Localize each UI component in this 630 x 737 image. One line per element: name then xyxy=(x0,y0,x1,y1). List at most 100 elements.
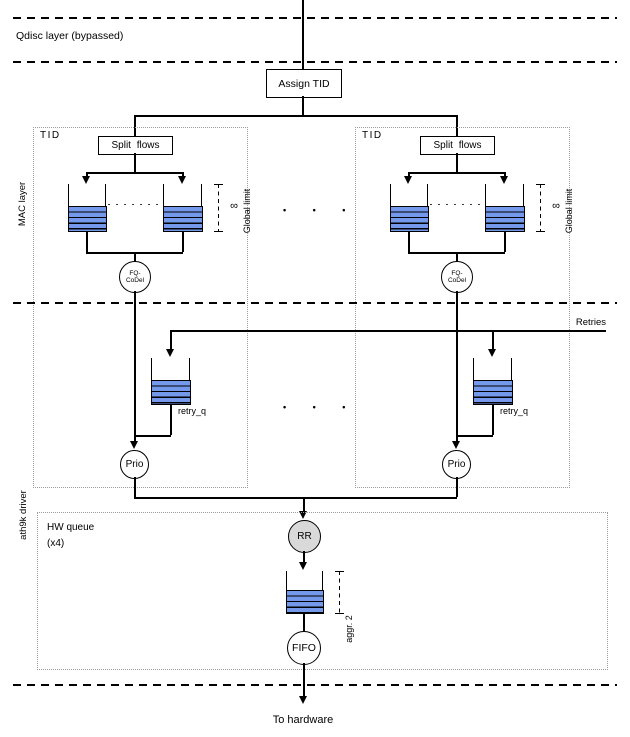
prio-node: Prio xyxy=(120,450,149,479)
rr-label: RR xyxy=(297,531,312,542)
fq-codel-label: CoDel xyxy=(447,277,467,284)
mac-layer-label: MAC layer xyxy=(17,181,28,227)
arrowhead xyxy=(299,696,307,704)
connector-line xyxy=(408,232,410,252)
more-queues-dotted-line xyxy=(108,204,161,206)
hw-queue-subtitle: (x4) xyxy=(47,538,65,549)
connector-line xyxy=(456,477,458,497)
fifo-node: FIFO xyxy=(287,631,321,665)
to-hardware-label: To hardware xyxy=(272,714,334,726)
retry-queue-label: retry_q xyxy=(500,406,529,416)
qdisc-layer-label: Qdisc layer (bypassed) xyxy=(16,30,124,42)
retry-queue xyxy=(150,358,191,405)
queue-fill xyxy=(389,206,429,232)
layer-boundary-line xyxy=(13,302,617,304)
connector-line xyxy=(456,435,493,437)
tid-title: TID xyxy=(40,130,61,141)
flow-queue xyxy=(162,184,203,232)
connector-line xyxy=(504,232,506,252)
split-flows-box: Split flows xyxy=(420,136,495,155)
aggr-queue-label: aggr. 2 xyxy=(343,579,355,679)
more-queues-dotted-line xyxy=(430,204,483,206)
connector-line xyxy=(504,172,506,177)
tid-section-right: TID Split flows ∞ Global limit FQ- CoDel xyxy=(355,0,574,737)
aggr-name: aggr. xyxy=(344,622,354,643)
connector-line xyxy=(303,663,305,696)
fifo-label: FIFO xyxy=(292,642,316,654)
connector-line xyxy=(456,291,458,441)
global-limit-label: Global limit xyxy=(564,188,574,234)
connector-line xyxy=(302,0,304,69)
rr-node: RR xyxy=(288,520,321,553)
connector-line xyxy=(170,405,172,435)
arrowhead xyxy=(82,176,90,184)
prio-label: Prio xyxy=(447,459,466,470)
connector-line xyxy=(303,614,305,631)
assign-tid-box: Assign TID xyxy=(266,69,342,98)
arrowhead xyxy=(452,441,460,449)
flow-queue xyxy=(67,184,107,232)
fq-codel-node: FQ- CoDel xyxy=(441,261,473,293)
hw-queue-title: HW queue xyxy=(47,522,95,533)
queue-fill xyxy=(150,380,191,405)
hw-queue-box xyxy=(37,512,608,670)
connector-line xyxy=(492,405,494,435)
flow-queue xyxy=(484,184,525,232)
fq-codel-node: FQ- CoDel xyxy=(119,261,151,293)
bracket-infinity-label: ∞ xyxy=(230,200,238,212)
retries-label: Retries xyxy=(575,317,606,328)
arrowhead xyxy=(130,441,138,449)
depth-bracket xyxy=(540,184,542,232)
arrowhead xyxy=(488,349,496,357)
prio-label: Prio xyxy=(125,459,144,470)
connector-line xyxy=(134,252,136,262)
arrowhead xyxy=(299,562,307,570)
flow-queue xyxy=(389,184,429,232)
connector-line xyxy=(170,331,172,350)
connector-line xyxy=(134,115,456,117)
bracket-cap xyxy=(214,231,223,233)
connector-line xyxy=(134,477,136,497)
connector-line xyxy=(456,153,458,172)
bracket-cap xyxy=(335,613,344,615)
fq-codel-label: CoDel xyxy=(125,277,145,284)
driver-layer-label: ath9k driver xyxy=(18,490,29,540)
arrowhead xyxy=(178,176,186,184)
connector-line xyxy=(303,497,305,511)
retry-queue-label: retry_q xyxy=(178,406,207,416)
queue-fill xyxy=(472,380,513,405)
connector-line xyxy=(492,331,494,350)
connector-line xyxy=(182,232,184,252)
fq-codel-label: FQ- xyxy=(129,270,141,277)
connector-line xyxy=(86,232,88,252)
layer-boundary-line xyxy=(13,61,617,63)
fq-codel-label: FQ- xyxy=(451,270,463,277)
connector-line xyxy=(134,435,171,437)
connector-line xyxy=(86,172,88,177)
prio-node: Prio xyxy=(442,450,471,479)
aggr-bracket-value: 2 xyxy=(344,615,354,621)
ellipsis-dots: • • • xyxy=(283,205,358,215)
queue-fill xyxy=(484,206,525,232)
connector-line xyxy=(302,96,304,115)
split-flows-label: Split flows xyxy=(111,140,160,151)
layer-boundary-line xyxy=(13,17,617,19)
connector-line xyxy=(134,115,136,137)
queue-fill xyxy=(162,206,203,232)
connector-line xyxy=(408,172,505,174)
connector-line xyxy=(456,252,458,262)
connector-line xyxy=(408,172,410,177)
arrowhead xyxy=(299,511,307,519)
queue-fill xyxy=(285,590,324,614)
connector-line xyxy=(182,172,184,177)
assign-tid-label: Assign TID xyxy=(278,77,330,90)
connector-line xyxy=(86,172,183,174)
arrowhead xyxy=(404,176,412,184)
tid-section-left: TID Split flows ∞ Global limit FQ- CoDel xyxy=(33,0,252,737)
tid-title: TID xyxy=(362,130,383,141)
layer-boundary-line xyxy=(13,684,617,686)
retry-queue xyxy=(472,358,513,405)
ellipsis-dots: • • • xyxy=(283,402,358,412)
bracket-infinity-label: ∞ xyxy=(552,200,560,212)
